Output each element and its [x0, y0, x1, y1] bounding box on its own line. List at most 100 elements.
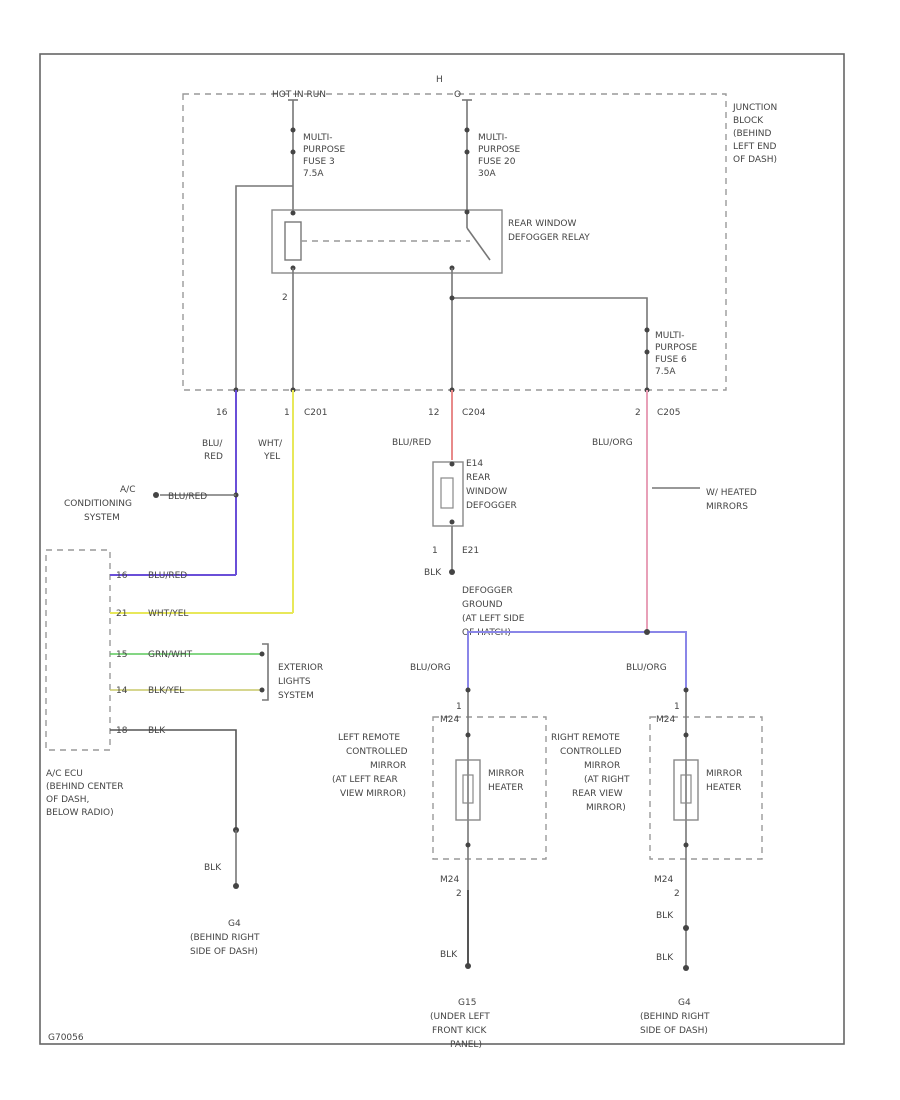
relay-label: REAR WINDOW DEFOGGER RELAY: [508, 219, 590, 243]
c201-label: C201: [304, 408, 327, 418]
ecu-label: A/C ECU (BEHIND CENTER OF DASH, BELOW RA…: [46, 769, 123, 818]
svg-text:REAR WINDOW: REAR WINDOW: [508, 219, 577, 229]
svg-text:HEATER: HEATER: [488, 783, 523, 793]
svg-text:LEFT REMOTE: LEFT REMOTE: [338, 733, 400, 743]
wire-blu-org-split: [467, 631, 687, 690]
junction-block-label: JUNCTION BLOCK (BEHIND LEFT END OF DASH): [732, 103, 777, 165]
ecu-wire-blk: [110, 729, 237, 830]
left-mirror-pin-top: 1: [456, 702, 462, 712]
left-mirror-box: [432, 716, 547, 860]
svg-text:FUSE 6: FUSE 6: [655, 355, 687, 365]
left-mirror-pin-bot: 2: [456, 889, 462, 899]
fuse-20-label: MULTI- PURPOSE FUSE 20 30A: [478, 133, 520, 179]
fuse-6-label: MULTI- PURPOSE FUSE 6 7.5A: [655, 331, 697, 377]
svg-text:MIRROR: MIRROR: [584, 761, 620, 771]
left-ground-wire-label: BLK: [204, 863, 222, 873]
ecu-pin-labels: 16 21 15 14 18: [116, 571, 128, 736]
svg-text:BLU/RED: BLU/RED: [148, 571, 187, 581]
ac-system-label: A/C CONDITIONING SYSTEM: [64, 485, 135, 523]
heated-mirrors-label: W/ HEATED MIRRORS: [706, 488, 757, 512]
defogger-ground-wire-label: BLK: [424, 568, 442, 578]
left-mirror-conn-top: M24: [440, 715, 459, 725]
right-mirror-conn-bot: M24: [654, 875, 673, 885]
left-mirror-wire-label: BLU/ORG: [410, 663, 451, 673]
svg-text:MIRROR): MIRROR): [586, 803, 626, 813]
junction-block-box: [182, 93, 727, 391]
hot-at-all-times-label: H: [436, 75, 443, 85]
left-mirror-conn-bot: M24: [440, 875, 459, 885]
hot-at-all-times-label-2: O: [454, 90, 461, 100]
svg-text:VIEW MIRROR): VIEW MIRROR): [340, 789, 406, 799]
svg-text:LEFT END: LEFT END: [733, 142, 776, 152]
svg-text:JUNCTION: JUNCTION: [732, 103, 777, 113]
svg-text:FUSE 20: FUSE 20: [478, 157, 516, 167]
svg-text:21: 21: [116, 609, 127, 619]
right-mirror-heater-label: MIRROR HEATER: [706, 769, 742, 793]
svg-text:A/C ECU: A/C ECU: [46, 769, 83, 779]
svg-text:PURPOSE: PURPOSE: [478, 145, 520, 155]
right-mirror-ground-wire-label-1: BLK: [656, 911, 674, 921]
right-mirror-wire-label: BLU/ORG: [626, 663, 667, 673]
exterior-lights-label: EXTERIOR LIGHTS SYSTEM: [278, 663, 323, 701]
hot-in-run-label: HOT IN RUN: [272, 90, 326, 100]
svg-text:GRN/WHT: GRN/WHT: [148, 650, 193, 660]
svg-text:OF DASH,: OF DASH,: [46, 795, 89, 805]
svg-text:7.5A: 7.5A: [303, 169, 324, 179]
svg-text:(UNDER LEFT: (UNDER LEFT: [430, 1012, 490, 1022]
e21-label: E21: [462, 546, 479, 556]
defogger-relay-box: [271, 209, 503, 274]
fuse-20-symbol: [464, 127, 470, 155]
rear-window-defogger: [432, 461, 464, 527]
e21-pin-1: 1: [432, 546, 438, 556]
svg-text:G4: G4: [228, 919, 241, 929]
wire-blu-red-label-2: RED: [204, 452, 223, 462]
svg-text:LIGHTS: LIGHTS: [278, 677, 311, 687]
left-mirror-heater: [455, 759, 481, 821]
left-mirror-heater-label: MIRROR HEATER: [488, 769, 524, 793]
svg-text:RIGHT REMOTE: RIGHT REMOTE: [551, 733, 620, 743]
relay-coil: [284, 221, 302, 261]
ac-wire-label: BLU/RED: [168, 492, 207, 502]
svg-text:BLK/YEL: BLK/YEL: [148, 686, 184, 696]
svg-text:MIRRORS: MIRRORS: [706, 502, 748, 512]
right-mirror-ground-wire-label-2: BLK: [656, 953, 674, 963]
fuse-6-symbol: [644, 327, 650, 355]
c204-label: C204: [462, 408, 486, 418]
wire-wht-yel-label-2: YEL: [263, 452, 280, 462]
svg-text:16: 16: [116, 571, 128, 581]
c205-pin-2: 2: [635, 408, 641, 418]
svg-text:MIRROR: MIRROR: [706, 769, 742, 779]
svg-text:DEFOGGER: DEFOGGER: [466, 501, 517, 511]
right-mirror-pin-bot: 2: [674, 889, 680, 899]
svg-text:FUSE 3: FUSE 3: [303, 157, 335, 167]
svg-text:WINDOW: WINDOW: [466, 487, 507, 497]
svg-text:FRONT KICK: FRONT KICK: [432, 1026, 487, 1036]
defogger-ground-label: DEFOGGER GROUND (AT LEFT SIDE OF HATCH): [462, 586, 525, 638]
svg-text:(BEHIND RIGHT: (BEHIND RIGHT: [640, 1012, 710, 1022]
svg-text:E14: E14: [466, 459, 483, 469]
right-mirror-conn-top: M24: [656, 715, 675, 725]
svg-text:DEFOGGER: DEFOGGER: [462, 586, 513, 596]
svg-text:A/C: A/C: [120, 485, 135, 495]
svg-text:DEFOGGER RELAY: DEFOGGER RELAY: [508, 233, 590, 243]
svg-text:SYSTEM: SYSTEM: [84, 513, 120, 523]
ground-g4-right-label: G4 (BEHIND RIGHT SIDE OF DASH): [640, 998, 710, 1036]
svg-text:GROUND: GROUND: [462, 600, 503, 610]
svg-text:(BEHIND RIGHT: (BEHIND RIGHT: [190, 933, 260, 943]
svg-text:14: 14: [116, 686, 128, 696]
ecu-wire-labels: BLU/RED WHT/YEL GRN/WHT BLK/YEL BLK: [148, 571, 193, 736]
svg-text:MIRROR: MIRROR: [488, 769, 524, 779]
svg-text:OF DASH): OF DASH): [733, 155, 777, 165]
c205-label: C205: [657, 408, 680, 418]
svg-text:MULTI-: MULTI-: [303, 133, 333, 143]
svg-text:15: 15: [116, 650, 127, 660]
svg-text:CONTROLLED: CONTROLLED: [560, 747, 622, 757]
svg-text:EXTERIOR: EXTERIOR: [278, 663, 323, 673]
heated-mirror-wire-label: BLU/ORG: [592, 438, 633, 448]
left-mirror-ground-wire-label: BLK: [440, 950, 458, 960]
ground-g15-label: G15 (UNDER LEFT FRONT KICK PANEL): [430, 998, 490, 1050]
defogger-label: E14 REAR WINDOW DEFOGGER: [466, 459, 517, 511]
svg-text:PANEL): PANEL): [450, 1040, 482, 1050]
fuse-3-label: MULTI- PURPOSE FUSE 3 7.5A: [303, 133, 345, 179]
